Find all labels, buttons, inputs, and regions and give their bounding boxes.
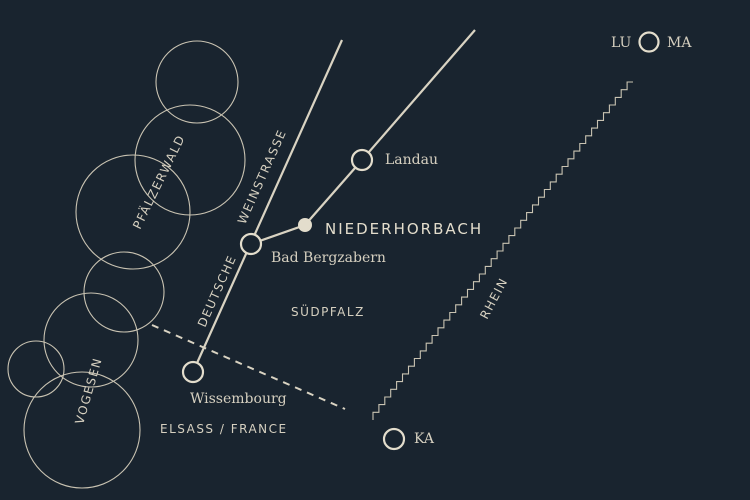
- landau-stop: [350, 148, 374, 172]
- vogesen-label: VOGESEN: [72, 356, 104, 426]
- forest-circle: [75, 154, 191, 270]
- border-line: [151, 324, 346, 410]
- rhein-label: RHEIN: [477, 275, 510, 321]
- forest-circle: [7, 340, 65, 398]
- landau-label: Landau: [385, 152, 438, 168]
- weinstrasse-route: [191, 39, 344, 373]
- niederhorbach-dot: [298, 218, 312, 232]
- forest-circle: [83, 251, 165, 333]
- forest-circle: [23, 371, 141, 489]
- forest-circles: [7, 40, 246, 489]
- forest-circle: [155, 40, 239, 124]
- wissembourg-label: Wissembourg: [190, 391, 287, 407]
- landau-route: [250, 29, 476, 246]
- bad-bergzabern-stop: [239, 232, 263, 256]
- ka-stop: [382, 427, 406, 451]
- luma-stop: [638, 31, 660, 53]
- rhein-river: [372, 81, 633, 420]
- bad-bergzabern-label: Bad Bergzabern: [271, 250, 386, 266]
- luma-label-right: MA: [667, 35, 692, 51]
- ka-label: KA: [414, 431, 435, 447]
- forest-circle: [43, 292, 139, 388]
- suedpfalz-label: SÜDPFALZ: [291, 303, 365, 319]
- wissembourg-stop: [181, 360, 205, 384]
- luma-label-left: LU: [611, 35, 632, 51]
- elsass-label: ELSASS / FRANCE: [160, 422, 288, 436]
- niederhorbach-label: NIEDERHORBACH: [325, 220, 483, 238]
- pfaelzerwald-label: PFÄLZERWALD: [129, 132, 188, 232]
